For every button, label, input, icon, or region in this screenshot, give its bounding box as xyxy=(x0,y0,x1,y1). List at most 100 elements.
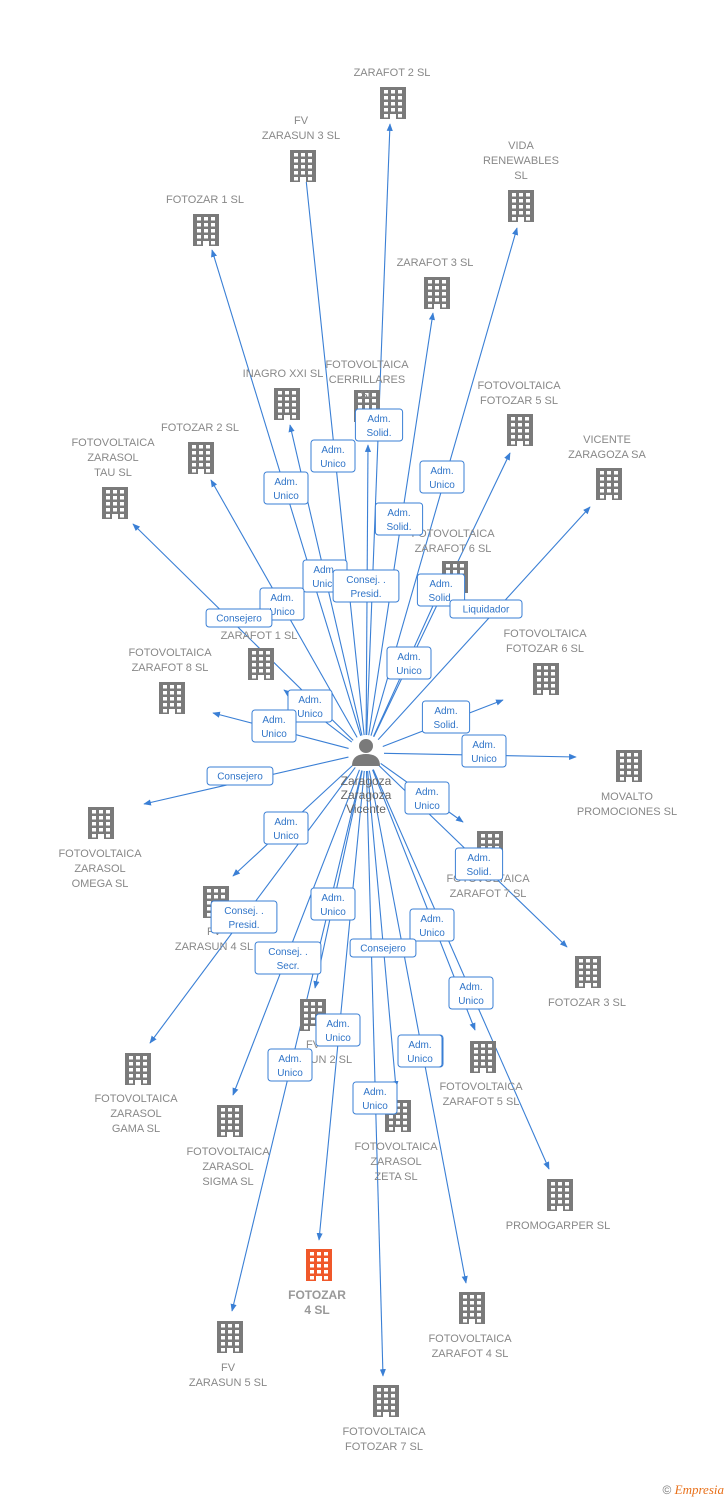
company-label[interactable]: PROMOGARPER SL xyxy=(506,1220,611,1232)
building-icon[interactable] xyxy=(470,1041,496,1073)
role-badge[interactable]: Adm.Unico xyxy=(352,1081,398,1115)
role-badge[interactable]: Adm.Unico xyxy=(267,1048,313,1082)
building-icon[interactable] xyxy=(248,648,274,680)
role-badge[interactable]: Adm.Unico xyxy=(263,811,309,845)
role-badge[interactable]: Adm.Solid. xyxy=(454,847,504,881)
company-node-fotozar1[interactable]: FOTOZAR 1 SL xyxy=(166,194,244,246)
company-node-promogarper[interactable]: PROMOGARPER SL xyxy=(506,1179,611,1232)
building-icon[interactable] xyxy=(373,1385,399,1417)
building-icon[interactable] xyxy=(217,1321,243,1353)
role-badge[interactable]: Adm.Unico xyxy=(409,908,455,942)
building-icon[interactable] xyxy=(217,1105,243,1137)
role-badge[interactable]: Adm.Solid. xyxy=(354,408,404,442)
role-badge[interactable]: Adm.Unico xyxy=(404,781,450,815)
company-node-fotozar3[interactable]: FOTOZAR 3 SL xyxy=(548,956,626,1009)
role-badge[interactable]: Adm.Unico xyxy=(419,460,465,494)
role-badge[interactable]: Adm.Unico xyxy=(315,1013,361,1047)
empresia-logo[interactable]: Empresia xyxy=(674,1482,724,1497)
building-icon[interactable] xyxy=(125,1053,151,1085)
company-label[interactable]: INAGRO XXI SL xyxy=(243,368,324,380)
building-icon[interactable] xyxy=(380,87,406,119)
role-badge[interactable]: Adm.Unico xyxy=(263,471,309,505)
role-badge[interactable]: Adm.Unico xyxy=(386,646,432,680)
building-icon[interactable] xyxy=(459,1292,485,1324)
building-icon[interactable] xyxy=(290,150,316,182)
role-badge[interactable]: Consejero xyxy=(205,608,273,628)
building-icon[interactable] xyxy=(159,682,185,714)
building-icon[interactable] xyxy=(533,663,559,695)
role-badge[interactable]: Consej. .Secr. xyxy=(254,941,322,975)
role-badge[interactable]: Consej. .Presid. xyxy=(332,569,400,603)
building-icon[interactable] xyxy=(547,1179,573,1211)
building-icon[interactable] xyxy=(575,956,601,988)
role-badge[interactable]: Adm.Unico xyxy=(310,887,356,921)
company-label[interactable]: ZARAFOT 3 SL xyxy=(397,257,474,269)
company-label[interactable]: ZARAFOT 1 SL xyxy=(221,630,298,642)
company-node-zarafot1[interactable]: ZARAFOT 1 SL xyxy=(221,630,298,680)
building-icon[interactable] xyxy=(88,807,114,839)
role-badge[interactable]: Adm.Unico xyxy=(448,976,494,1010)
building-icon[interactable] xyxy=(274,388,300,420)
company-label[interactable]: FOTOZAR 1 SL xyxy=(166,194,244,206)
company-label[interactable]: ZARAFOT 2 SL xyxy=(354,67,431,79)
role-badge[interactable]: Adm.Solid. xyxy=(416,573,466,607)
role-badge[interactable]: Adm.Solid. xyxy=(374,502,424,536)
role-badge[interactable]: Consejero xyxy=(206,766,274,786)
role-badge[interactable]: Consejero xyxy=(349,938,417,958)
building-icon[interactable] xyxy=(193,214,219,246)
building-icon[interactable] xyxy=(102,487,128,519)
role-badge[interactable]: Consej. .Presid. xyxy=(210,900,278,934)
building-icon[interactable] xyxy=(507,414,533,446)
company-label[interactable]: FOTOZAR 3 SL xyxy=(548,997,626,1009)
role-badge[interactable]: Adm.Unico xyxy=(287,689,333,723)
company-label[interactable]: FOTOZAR 2 SL xyxy=(161,422,239,434)
company-node-zarafot2[interactable]: ZARAFOT 2 SL xyxy=(354,67,431,119)
building-icon[interactable] xyxy=(616,750,642,782)
company-node-zarafot3[interactable]: ZARAFOT 3 SL xyxy=(397,257,474,309)
role-badge[interactable]: Liquidador xyxy=(449,599,523,619)
building-icon[interactable] xyxy=(508,190,534,222)
building-icon[interactable] xyxy=(188,442,214,474)
company-node-fotozar2[interactable]: FOTOZAR 2 SL xyxy=(161,422,239,474)
building-icon[interactable] xyxy=(424,277,450,309)
role-badge[interactable]: Adm.Unico xyxy=(310,439,356,473)
company-node-inagro[interactable]: INAGRO XXI SL xyxy=(243,368,324,420)
building-icon[interactable] xyxy=(306,1249,332,1281)
